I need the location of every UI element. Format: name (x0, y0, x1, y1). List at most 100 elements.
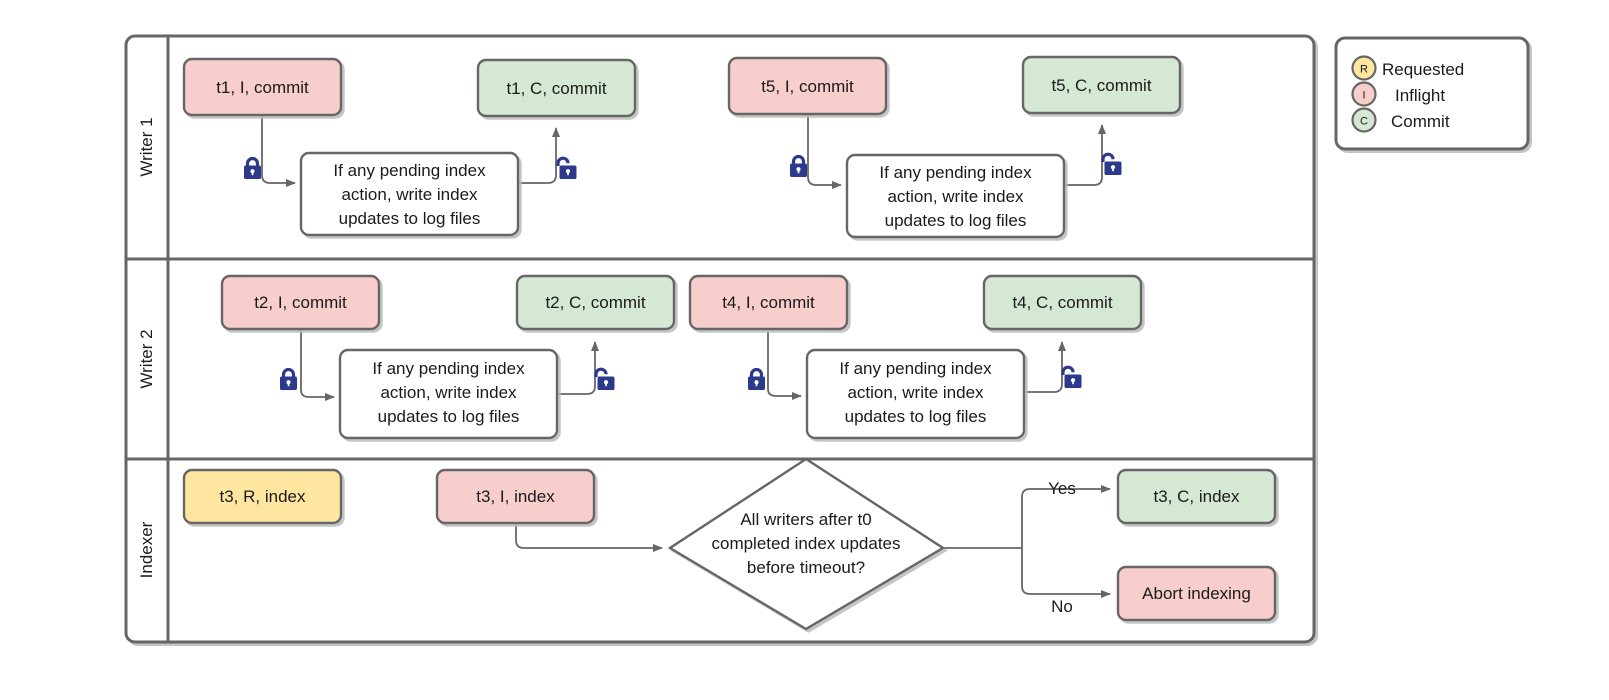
lock-closed-icon (244, 156, 261, 179)
process-line-2: action, write index (847, 383, 984, 402)
legend-label: Commit (1391, 112, 1450, 131)
node-label: t2, I, commit (254, 293, 347, 312)
node-rect (1021, 55, 1182, 115)
lock-open-icon (556, 156, 577, 179)
lock-open-icon (594, 367, 615, 390)
lane-label-text: Writer 2 (137, 329, 156, 388)
edge-w2-process-to-t4-commit (1024, 341, 1066, 393)
node-w1-t1-inflight[interactable]: t1, I, commit (182, 57, 343, 117)
edge-decision-yes (1021, 485, 1111, 548)
legend-frame (1334, 36, 1530, 151)
node-rect (435, 468, 596, 525)
node-rect (182, 468, 343, 525)
process-line-3: updates to log files (378, 407, 520, 426)
node-label: t1, I, commit (216, 78, 309, 97)
decision-line-1: All writers after t0 (740, 510, 871, 529)
node-w1-t5-inflight[interactable]: t5, I, commit (727, 56, 888, 116)
process-line-1: If any pending index (372, 359, 525, 378)
node-w2-t4-commit[interactable]: t4, C, commit (982, 274, 1143, 331)
node-label: t4, C, commit (1012, 293, 1112, 312)
node-rect (220, 274, 381, 331)
node-w1-t5-commit[interactable]: t5, C, commit (1021, 55, 1182, 115)
node-rect (688, 274, 849, 331)
edge-w2-t2-inflight-to-process (300, 329, 335, 401)
edge-w1-t5-inflight-to-process (807, 113, 842, 189)
process-line-3: updates to log files (845, 407, 987, 426)
process-line-1: If any pending index (879, 163, 1032, 182)
lane-label-text: Writer 1 (137, 117, 156, 176)
node-label: t3, C, index (1154, 487, 1240, 506)
decision-diamond (667, 457, 946, 631)
node-w1-t1-commit[interactable]: t1, C, commit (476, 58, 637, 118)
lock-closed-icon (280, 367, 297, 390)
decision-line-3: before timeout? (747, 558, 865, 577)
node-rect (1116, 468, 1277, 525)
legend-badge-letter: R (1360, 64, 1368, 76)
node-w2-t2-commit[interactable]: t2, C, commit (515, 274, 676, 331)
node-label: t2, C, commit (545, 293, 645, 312)
node-label: t3, I, index (476, 487, 555, 506)
node-rect (338, 348, 559, 440)
node-indexer-t3-requested[interactable]: t3, R, index (182, 468, 343, 525)
node-rect (476, 58, 637, 118)
node-w2-process-1[interactable]: If any pending index action, write index… (338, 348, 559, 440)
node-rect (182, 57, 343, 117)
status-badge-commit-icon (1351, 107, 1377, 133)
status-badge-requested-icon (1351, 55, 1377, 81)
legend-badge-letter: C (1360, 116, 1368, 128)
node-rect (515, 274, 676, 331)
lane-label-indexer: Indexer (137, 521, 156, 578)
lane-label-text: Indexer (137, 521, 156, 578)
node-w2-process-2[interactable]: If any pending index action, write index… (805, 348, 1026, 440)
legend-item-inflight: I Inflight (1351, 81, 1445, 107)
process-line-3: updates to log files (339, 209, 481, 228)
legend-label: Requested (1382, 60, 1464, 79)
legend-item-requested: R Requested (1351, 55, 1464, 81)
node-indexer-abort[interactable]: Abort indexing (1116, 565, 1277, 622)
process-line-2: action, write index (341, 185, 478, 204)
node-rect (727, 56, 888, 116)
legend-badge-letter: I (1362, 90, 1365, 102)
lock-closed-icon (748, 367, 765, 390)
edge-w1-process-to-t1-commit (518, 127, 560, 184)
node-indexer-t3-inflight[interactable]: t3, I, index (435, 468, 596, 525)
node-label: t4, I, commit (722, 293, 815, 312)
edge-w2-t4-inflight-to-process (767, 329, 802, 400)
node-w2-t4-inflight[interactable]: t4, I, commit (688, 274, 849, 331)
legend-item-commit: C Commit (1351, 107, 1450, 133)
process-line-2: action, write index (887, 187, 1024, 206)
process-line-2: action, write index (380, 383, 517, 402)
node-label: Abort indexing (1142, 584, 1251, 603)
node-label: t3, R, index (220, 487, 306, 506)
lane-label-writer-2: Writer 2 (137, 329, 156, 388)
node-label: t5, C, commit (1051, 76, 1151, 95)
edge-w1-process-to-t5-commit (1064, 124, 1106, 186)
node-label: t1, C, commit (506, 79, 606, 98)
node-indexer-t3-commit[interactable]: t3, C, index (1116, 468, 1277, 525)
node-w2-t2-inflight[interactable]: t2, I, commit (220, 274, 381, 331)
node-rect (982, 274, 1143, 331)
node-rect (845, 153, 1066, 239)
edge-t3-inflight-to-decision (515, 524, 663, 552)
process-line-3: updates to log files (885, 211, 1027, 230)
lock-closed-icon (790, 154, 807, 177)
edge-label-no: No (1051, 597, 1073, 616)
edge-decision-no (1021, 548, 1111, 598)
node-rect (1116, 565, 1277, 622)
node-label: t5, I, commit (761, 77, 854, 96)
lock-open-icon (1101, 152, 1122, 175)
node-w1-process-1[interactable]: If any pending index action, write index… (299, 151, 520, 237)
status-badge-inflight-icon (1351, 81, 1377, 107)
edge-w2-process-to-t2-commit (557, 341, 599, 395)
lock-open-icon (1061, 365, 1082, 388)
node-rect (805, 348, 1026, 440)
node-indexer-decision[interactable]: All writers after t0 completed index upd… (667, 457, 946, 631)
edge-label-yes: Yes (1048, 479, 1076, 498)
node-rect (299, 151, 520, 237)
decision-line-2: completed index updates (711, 534, 900, 553)
edge-w1-t1-inflight-to-process (261, 115, 296, 187)
node-w1-process-2[interactable]: If any pending index action, write index… (845, 153, 1066, 239)
legend-label: Inflight (1395, 86, 1445, 105)
